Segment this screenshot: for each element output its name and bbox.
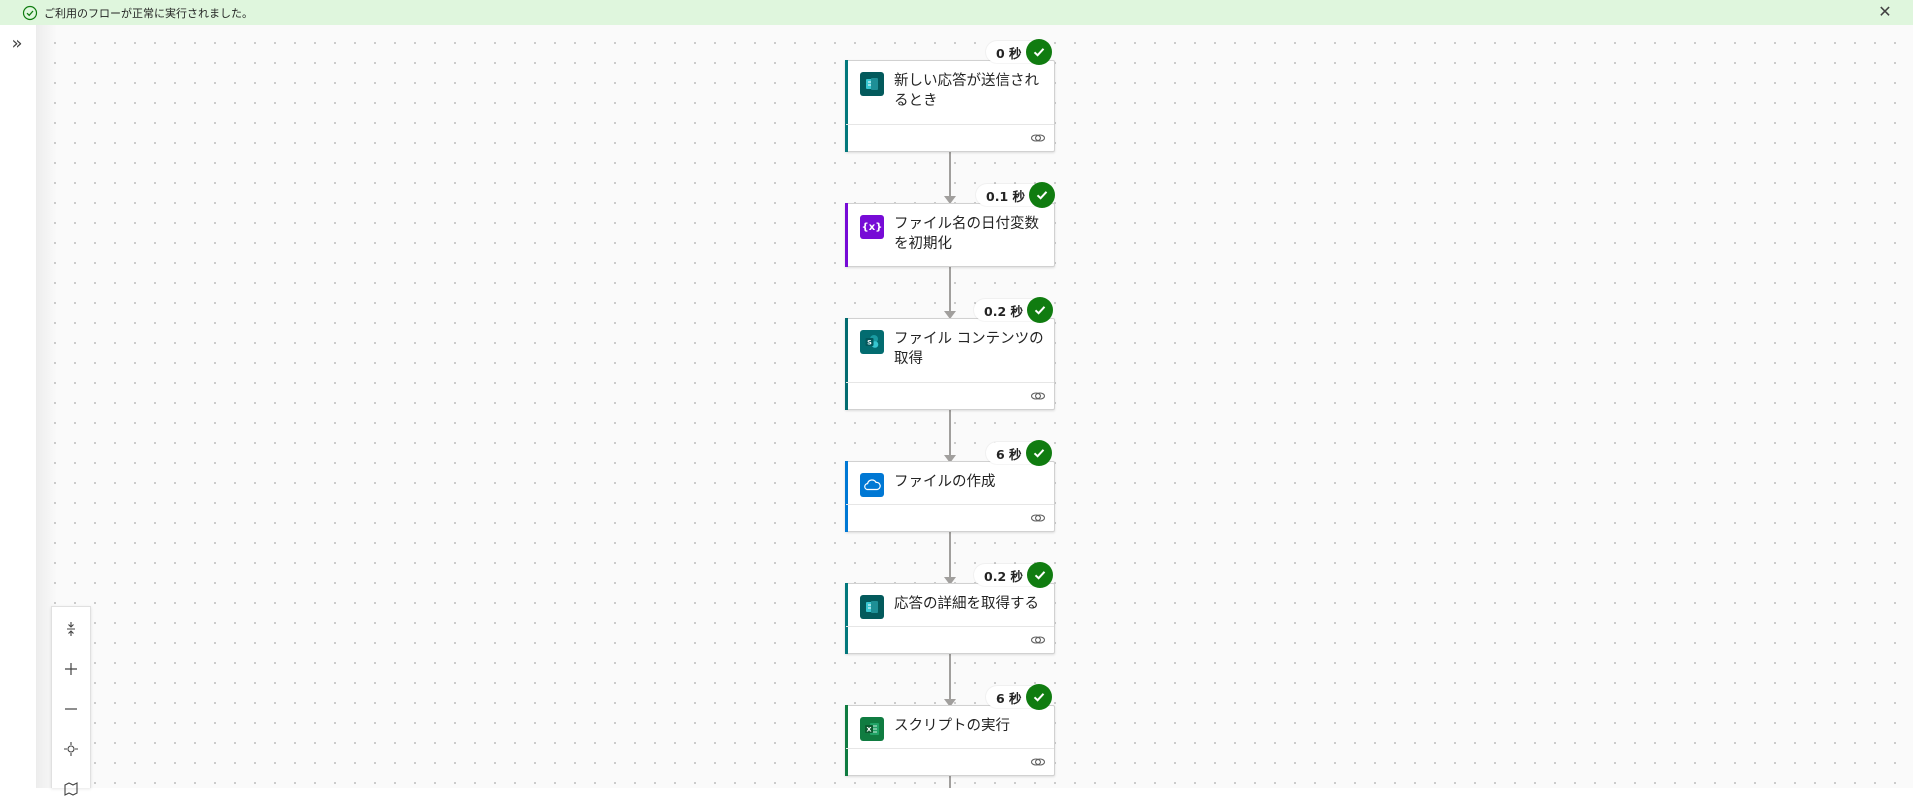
connector-arrow-5 xyxy=(944,699,956,707)
zoom-in-icon[interactable] xyxy=(52,649,90,689)
svg-text:S: S xyxy=(867,339,872,347)
step-card-trigger[interactable]: 新しい応答が送信されるとき xyxy=(845,60,1055,152)
duration-badge: 0.2 秒 xyxy=(974,297,1053,323)
step-title: ファイル コンテンツの取得 xyxy=(894,331,1044,367)
duration-badge: 6 秒 xyxy=(986,440,1052,466)
fit-vertical-icon[interactable] xyxy=(52,609,90,649)
success-check-icon xyxy=(1025,684,1052,710)
success-check-icon xyxy=(1027,297,1053,323)
success-check-icon xyxy=(1027,562,1053,588)
step-title: ファイル名の日付変数を初期化 xyxy=(894,216,1039,252)
banner-message: ご利用のフローが正常に実行されました。 xyxy=(44,6,253,20)
close-icon[interactable]: ✕ xyxy=(1878,2,1892,21)
sharepoint-icon: S xyxy=(860,330,884,354)
link-icon[interactable] xyxy=(1030,754,1046,768)
minimap-icon[interactable] xyxy=(52,769,90,809)
duration-badge: 0.2 秒 xyxy=(974,562,1053,588)
onedrive-icon xyxy=(860,473,884,497)
step-title: ファイルの作成 xyxy=(894,474,996,490)
link-icon[interactable] xyxy=(1030,130,1046,144)
connector-3 xyxy=(949,410,951,460)
variable-icon: {x} xyxy=(860,215,884,239)
success-check-icon xyxy=(22,5,38,21)
step-card-run-script[interactable]: X スクリプトの実行 xyxy=(845,705,1055,776)
success-check-icon xyxy=(1029,182,1055,208)
connector-2 xyxy=(949,267,951,316)
connector-5 xyxy=(949,654,951,704)
link-icon[interactable] xyxy=(1030,632,1046,646)
step-title: スクリプトの実行 xyxy=(894,718,1010,734)
zoom-controls xyxy=(51,606,91,796)
success-check-icon xyxy=(1025,39,1052,65)
forms-icon xyxy=(860,595,884,619)
link-icon[interactable] xyxy=(1030,510,1046,524)
fit-view-icon[interactable] xyxy=(52,729,90,769)
connector-arrow-2 xyxy=(944,311,956,319)
step-card-create-file[interactable]: ファイルの作成 xyxy=(845,461,1055,532)
duration-badge: 0.1 秒 xyxy=(976,182,1055,208)
forms-icon xyxy=(860,72,884,96)
zoom-out-icon[interactable] xyxy=(52,689,90,729)
step-card-get-response-details[interactable]: 応答の詳細を取得する xyxy=(845,583,1055,654)
step-title: 新しい応答が送信されるとき xyxy=(894,73,1039,109)
success-check-icon xyxy=(1025,440,1052,466)
step-card-init-variable[interactable]: {x} ファイル名の日付変数を初期化 xyxy=(845,203,1055,267)
left-rail: » xyxy=(0,25,37,788)
step-title: 応答の詳細を取得する xyxy=(894,596,1039,612)
connector-arrow-1 xyxy=(944,196,956,204)
connector-6 xyxy=(949,776,951,788)
step-card-get-file-content[interactable]: S ファイル コンテンツの取得 xyxy=(845,318,1055,410)
connector-4 xyxy=(949,532,951,582)
excel-icon: X xyxy=(860,717,884,741)
svg-text:X: X xyxy=(866,726,871,734)
link-icon[interactable] xyxy=(1030,388,1046,402)
connector-arrow-3 xyxy=(944,455,956,463)
expand-panel-icon[interactable]: » xyxy=(11,33,23,54)
duration-badge: 6 秒 xyxy=(986,684,1052,710)
duration-badge: 0 秒 xyxy=(986,39,1052,65)
connector-1 xyxy=(949,151,951,201)
success-banner: ご利用のフローが正常に実行されました。 ✕ xyxy=(0,0,1913,25)
connector-arrow-4 xyxy=(944,577,956,585)
